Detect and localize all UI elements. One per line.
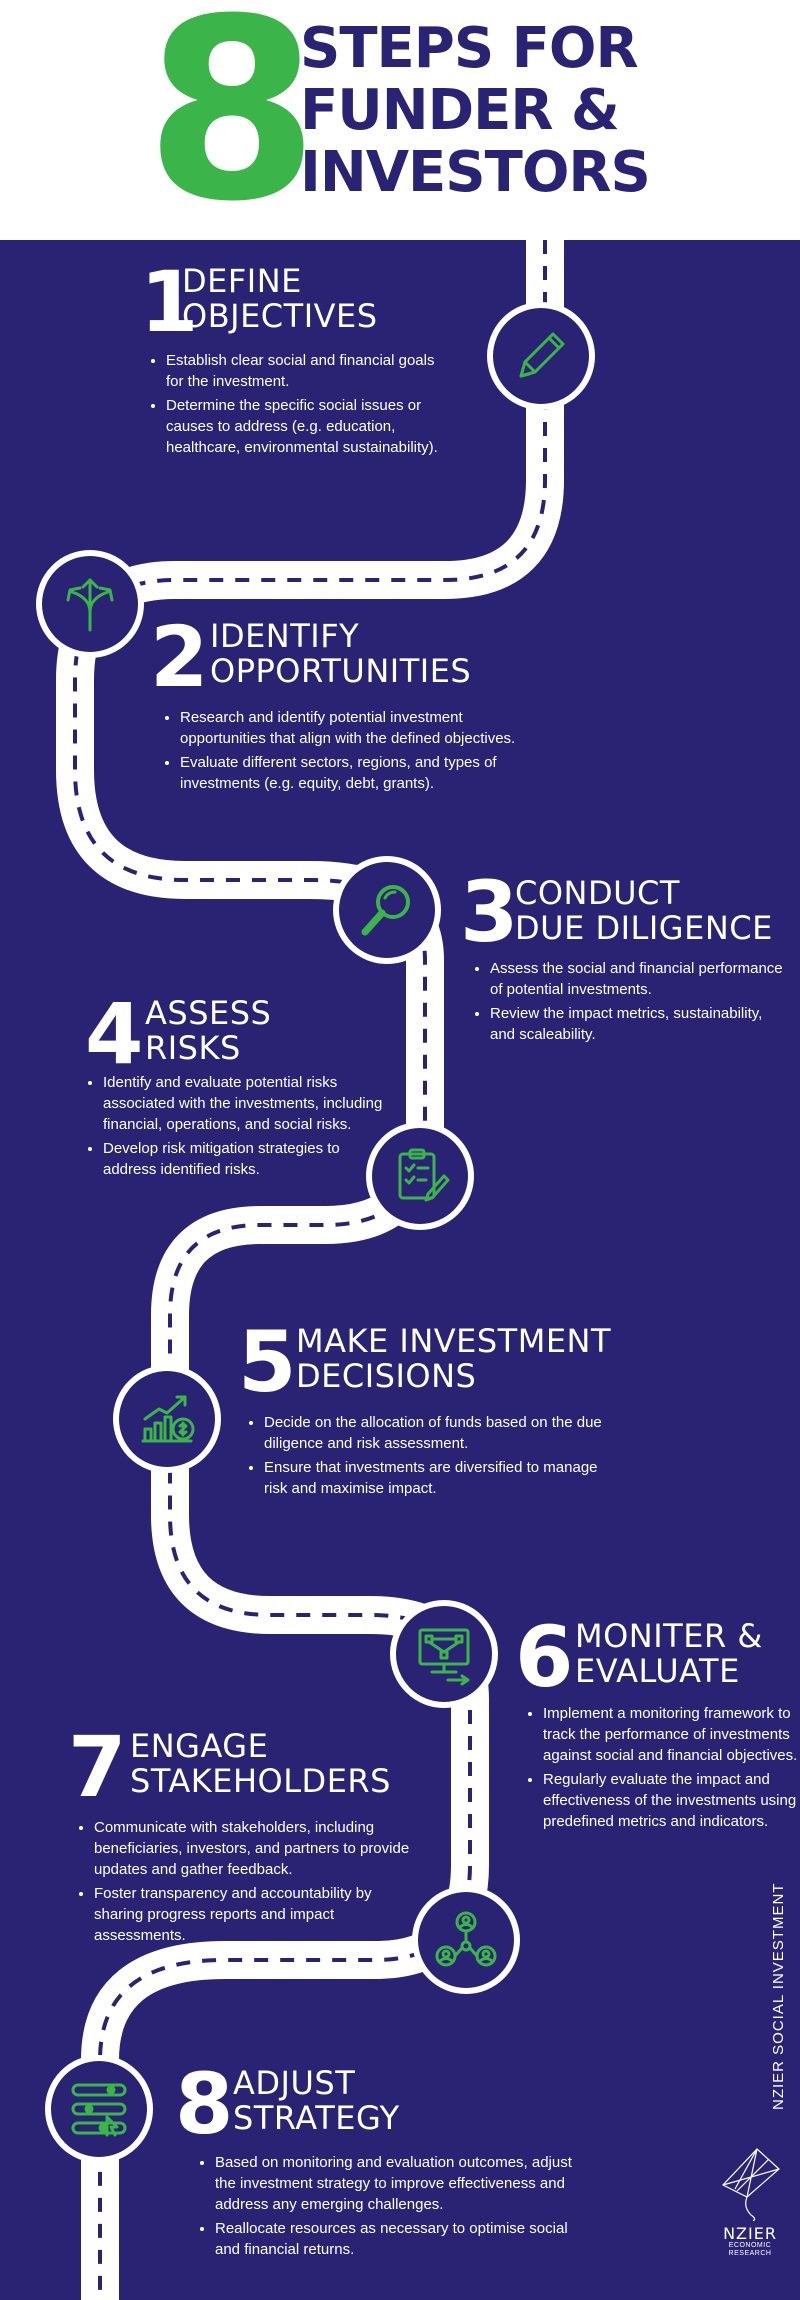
bullet: Develop risk mitigation strategies to ad… <box>103 1138 383 1180</box>
step-5-icon-circle <box>113 1365 221 1473</box>
bullet: Research and identify potential investme… <box>180 707 535 749</box>
step-2-bullets: Research and identify potential investme… <box>162 707 535 797</box>
step-3-heading-line-2: DUE DILIGENCE <box>515 909 773 947</box>
title-line-2: FUNDER & <box>300 78 620 143</box>
step-6-heading: MONITER & EVALUATE <box>575 1619 763 1689</box>
logo-sub-2: RESEARCH <box>728 2250 772 2257</box>
title-line-3: INVESTORS <box>300 140 651 205</box>
step-1-icon-circle <box>487 302 595 410</box>
step-6-number: 6 <box>515 1608 574 1706</box>
step-1-bullets: Establish clear social and financial goa… <box>148 350 451 461</box>
bullet: Reallocate resources as necessary to opt… <box>215 2218 585 2260</box>
step-2-heading-line-1: IDENTIFY <box>210 617 360 655</box>
step-5-heading: MAKE INVESTMENT DECISIONS <box>296 1324 611 1394</box>
bullet: Communicate with stakeholders, including… <box>94 1817 424 1880</box>
step-2-number: 2 <box>150 608 209 706</box>
side-brand-text: NZIER SOCIAL INVESTMENT <box>770 1882 787 2110</box>
step-4-heading: ASSESS RISKS <box>145 996 271 1066</box>
bullet: Determine the specific social issues or … <box>166 395 451 458</box>
step-3-number: 3 <box>460 863 519 961</box>
bullet: Establish clear social and financial goa… <box>166 350 451 392</box>
step-8-icon-circle <box>45 2055 153 2163</box>
step-7-bullets: Communicate with stakeholders, including… <box>76 1817 424 1949</box>
growth-chart-icon <box>141 1395 195 1443</box>
step-3-icon-circle <box>333 856 441 964</box>
step-3-heading-line-1: CONDUCT <box>515 874 680 912</box>
step-7-icon-circle <box>412 1886 520 1994</box>
header: 8 STEPS FOR FUNDER & INVESTORS <box>0 0 800 240</box>
step-1-heading-line-1: DEFINE <box>182 262 302 300</box>
step-5-heading-line-2: DECISIONS <box>296 1357 477 1395</box>
header-big-number: 8 <box>145 0 319 256</box>
step-6-bullets: Implement a monitoring framework to trac… <box>525 1703 798 1835</box>
step-5-bullets: Decide on the allocation of funds based … <box>246 1412 609 1502</box>
magnifier-icon <box>361 885 410 936</box>
step-7-heading-line-1: ENGAGE <box>130 1727 269 1765</box>
step-7-number: 7 <box>68 1718 127 1816</box>
step-1-number: 1 <box>140 253 199 351</box>
checklist-icon <box>398 1148 450 1202</box>
title-line-1: STEPS FOR <box>300 16 639 81</box>
bullet: Based on monitoring and evaluation outco… <box>215 2152 585 2215</box>
network-people-icon <box>435 1911 497 1967</box>
bullet: Implement a monitoring framework to trac… <box>543 1703 798 1766</box>
step-1-heading-line-2: OBJECTIVES <box>182 297 378 335</box>
bullet: Assess the social and financial performa… <box>490 958 790 1000</box>
bullet: Regularly evaluate the impact and effect… <box>543 1769 798 1832</box>
bullet: Foster transparency and accountability b… <box>94 1883 424 1946</box>
logo-name: NZIER <box>723 2224 777 2243</box>
step-8-heading: ADJUST STRATEGY <box>233 2066 400 2136</box>
kite-logo-icon <box>722 2148 780 2222</box>
step-7-heading-line-2: STAKEHOLDERS <box>130 1762 391 1800</box>
step-2-heading-line-2: OPPORTUNITIES <box>210 652 472 690</box>
step-5-number: 5 <box>238 1313 297 1411</box>
sliders-icon <box>71 2083 127 2137</box>
step-4-icon-circle <box>366 1122 474 1230</box>
nzier-logo: NZIER ECONOMIC RESEARCH <box>715 2145 785 2295</box>
step-4-heading-line-1: ASSESS <box>145 994 272 1032</box>
step-8-bullets: Based on monitoring and evaluation outco… <box>197 2152 585 2263</box>
step-3-heading: CONDUCT DUE DILIGENCE <box>515 876 773 946</box>
bullet: Decide on the allocation of funds based … <box>264 1412 609 1454</box>
step-2-icon-circle <box>36 550 144 658</box>
page-title: STEPS FOR FUNDER & INVESTORS <box>300 18 780 204</box>
step-8-heading-line-1: ADJUST <box>233 2064 356 2102</box>
step-6-icon-circle <box>390 1600 498 1708</box>
step-1-heading: DEFINE OBJECTIVES <box>182 264 378 334</box>
bullet: Ensure that investments are diversified … <box>264 1457 609 1499</box>
step-7-heading: ENGAGE STAKEHOLDERS <box>130 1729 391 1799</box>
step-4-bullets: Identify and evaluate potential risks as… <box>85 1072 383 1183</box>
step-5-heading-line-1: MAKE INVESTMENT <box>296 1322 612 1360</box>
bullet: Evaluate different sectors, regions, and… <box>180 752 535 794</box>
pencil-icon <box>519 332 565 378</box>
monitor-design-icon <box>418 1628 470 1686</box>
step-4-heading-line-2: RISKS <box>145 1029 241 1067</box>
bullet: Review the impact metrics, sustainabilit… <box>490 1003 790 1045</box>
bullet: Identify and evaluate potential risks as… <box>103 1072 383 1135</box>
step-4-number: 4 <box>85 985 144 1083</box>
step-6-heading-line-1: MONITER & <box>575 1617 763 1655</box>
step-6-heading-line-2: EVALUATE <box>575 1652 740 1690</box>
split-arrows-icon <box>66 578 114 632</box>
step-2-heading: IDENTIFY OPPORTUNITIES <box>210 619 471 689</box>
step-8-heading-line-2: STRATEGY <box>233 2099 400 2137</box>
step-3-bullets: Assess the social and financial performa… <box>472 958 790 1048</box>
logo-sub-1: ECONOMIC <box>728 2242 772 2249</box>
step-8-number: 8 <box>175 2055 234 2153</box>
